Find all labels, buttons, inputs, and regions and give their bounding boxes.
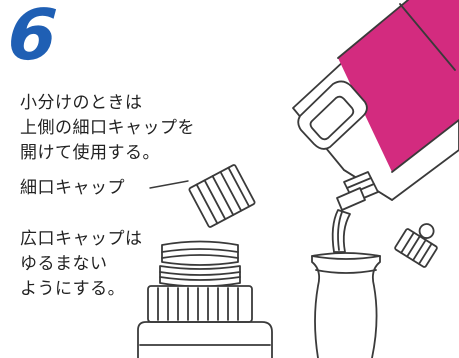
wide-cap-note: 広口キャップは ゆるまない ようにする。 bbox=[20, 227, 143, 302]
pour-stream bbox=[331, 209, 351, 253]
instruction-text: 小分けのときは 上側の細口キャップを 開けて使用する。 bbox=[20, 91, 195, 166]
wide-cap-note-line: ゆるまない bbox=[20, 254, 108, 274]
wide-cap-note-line: 広口キャップは bbox=[20, 229, 143, 249]
instruction-line: 上側の細口キャップを bbox=[20, 118, 195, 138]
jerrycan-container bbox=[137, 240, 273, 358]
small-cap-leader-line bbox=[149, 180, 189, 189]
wide-cap-note-line: ようにする。 bbox=[20, 279, 126, 299]
instruction-line: 小分けのときは bbox=[20, 93, 143, 113]
small-cap-icon bbox=[188, 164, 256, 228]
instruction-line: 開けて使用する。 bbox=[20, 143, 160, 163]
small-cap-label: 細口キャップ bbox=[20, 178, 125, 198]
pouring-jerrycan bbox=[292, 0, 459, 211]
receiving-bottle bbox=[311, 252, 381, 358]
small-bottle-cap-icon bbox=[394, 223, 438, 268]
